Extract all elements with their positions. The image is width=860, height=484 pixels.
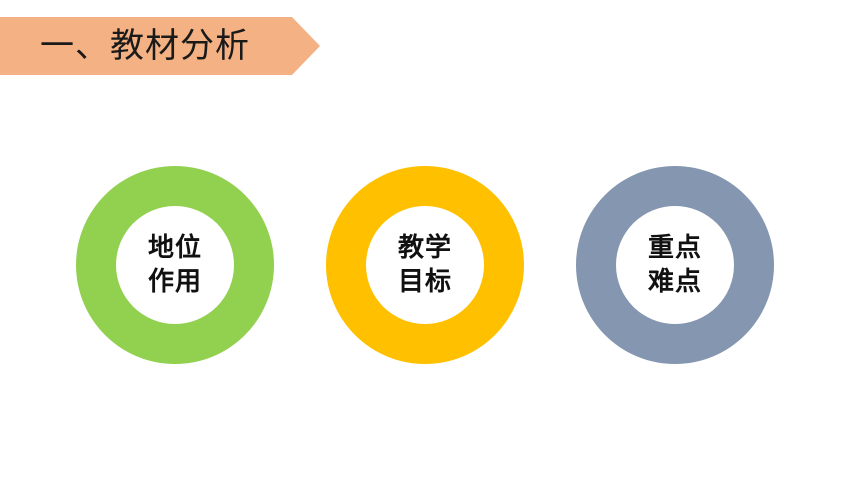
ring-center: 教学 目标 <box>366 206 484 324</box>
ring-label-line1: 重点 <box>647 233 702 263</box>
slide-title: 一、教材分析 <box>40 26 250 66</box>
ring-key-difficult-points[interactable]: 重点 难点 <box>576 166 774 364</box>
ring-center: 地位 作用 <box>116 206 234 324</box>
ring-teaching-goals[interactable]: 教学 目标 <box>326 166 524 364</box>
ring-position-role[interactable]: 地位 作用 <box>76 166 274 364</box>
ring-label-line1: 地位 <box>147 233 202 263</box>
ring-center: 重点 难点 <box>616 206 734 324</box>
ring-label-line1: 教学 <box>397 233 452 263</box>
ring-label-line2: 作用 <box>147 267 202 297</box>
ring-label-line2: 难点 <box>647 267 702 297</box>
title-banner: 一、教材分析 <box>0 17 320 75</box>
ring-label-line2: 目标 <box>397 267 452 297</box>
banner-arrow-shape <box>0 17 320 75</box>
